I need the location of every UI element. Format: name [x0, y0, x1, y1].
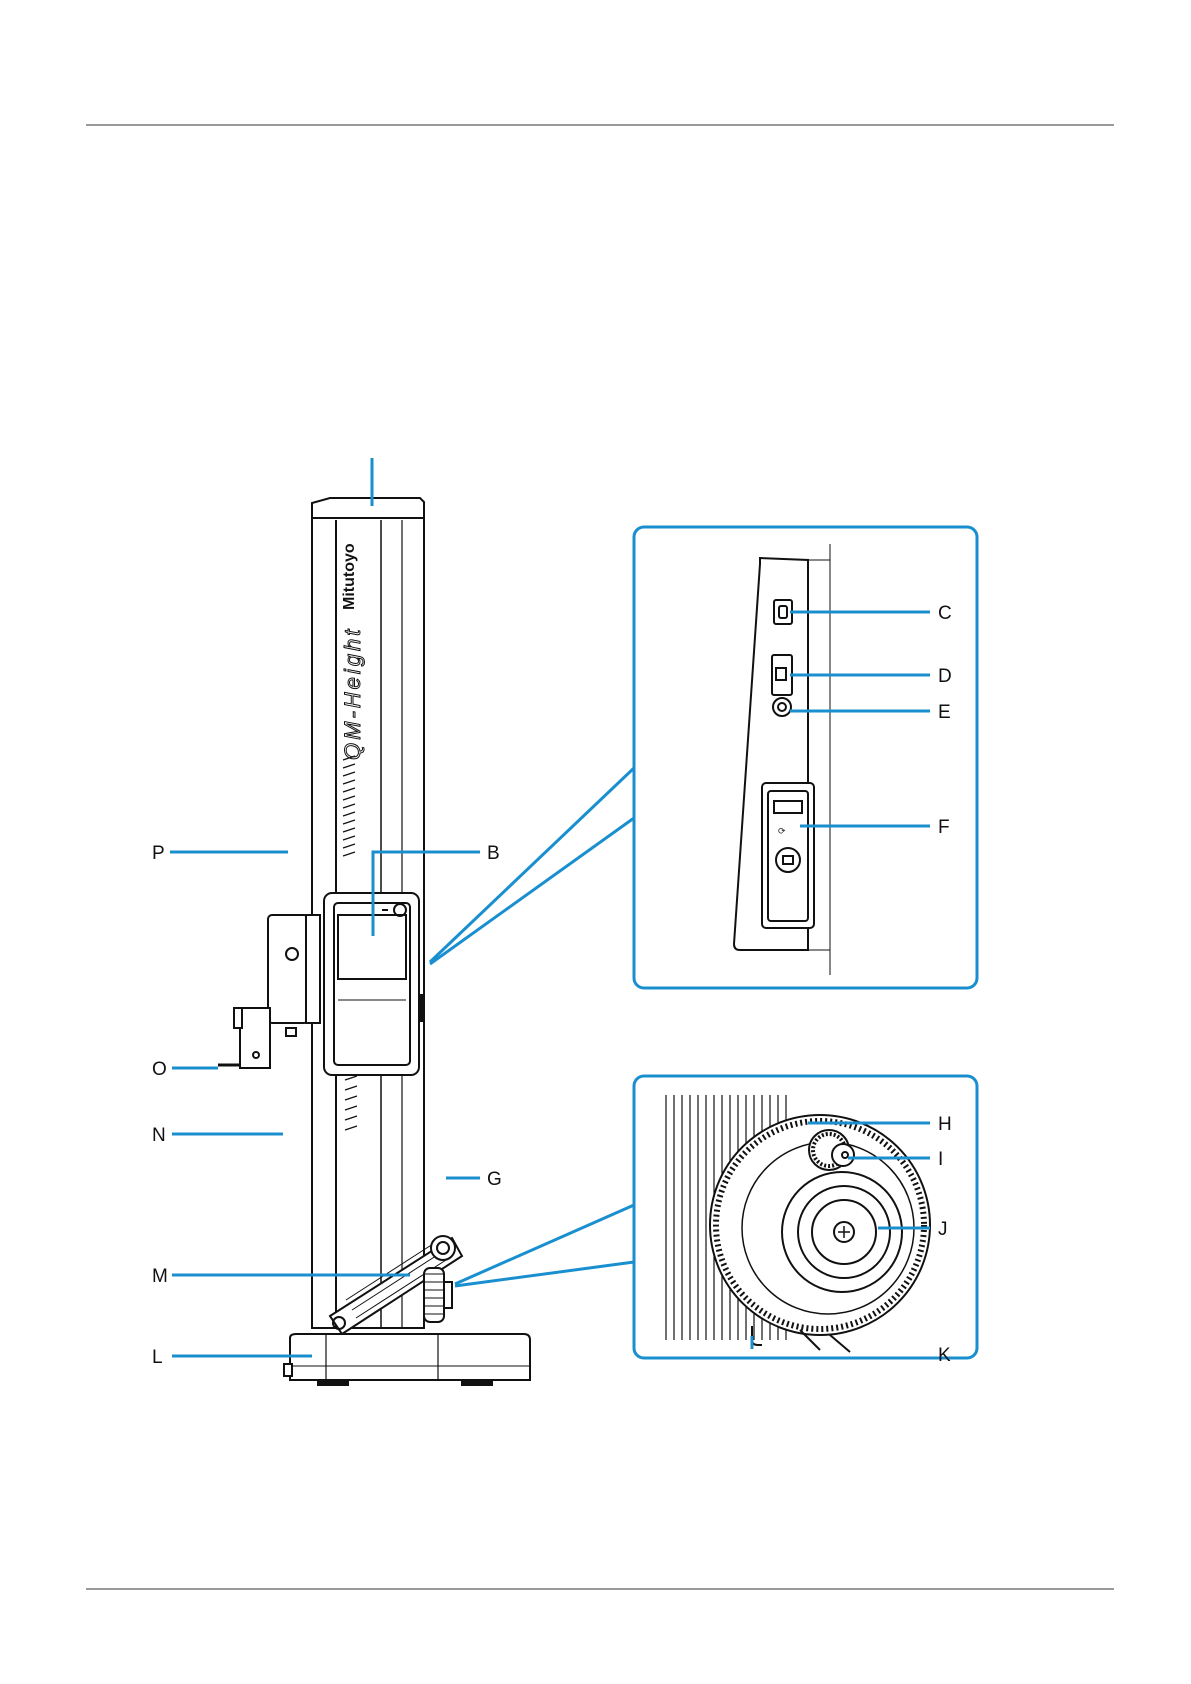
- callout-b: B: [487, 843, 500, 864]
- callout-j: J: [938, 1219, 948, 1240]
- column-top-cap: [312, 498, 424, 520]
- callout-k: K: [938, 1345, 951, 1366]
- handle-knob[interactable]: [431, 1236, 455, 1260]
- connector-ports-2: [430, 818, 634, 964]
- callout-m: M: [152, 1266, 168, 1287]
- inset-side-ports: ⟳: [634, 527, 977, 988]
- callout-h: H: [938, 1114, 952, 1135]
- connector-ports-1: [430, 768, 634, 962]
- callout-d: D: [938, 666, 952, 687]
- brand-label: Mitutoyo: [341, 543, 358, 610]
- round-port-icon[interactable]: [773, 698, 791, 716]
- probe-holder-block: [268, 915, 308, 1023]
- height-gauge-illustration: [218, 498, 530, 1385]
- svg-text:⟳: ⟳: [778, 827, 786, 837]
- model-label: QM-Height: [340, 627, 365, 760]
- callout-c: C: [938, 603, 952, 624]
- callout-f: F: [938, 817, 950, 838]
- connector-feed-2: [455, 1262, 634, 1286]
- callout-l: L: [152, 1347, 163, 1368]
- connector-feed-1: [455, 1205, 634, 1284]
- probe-arm: [240, 1008, 270, 1068]
- inset-fine-feed: [634, 1076, 977, 1358]
- callout-n: N: [152, 1125, 166, 1146]
- callout-e: E: [938, 702, 951, 723]
- callout-i: I: [938, 1149, 943, 1170]
- callout-o: O: [152, 1059, 167, 1080]
- callout-g: G: [487, 1169, 502, 1190]
- callout-p: P: [152, 843, 165, 864]
- usb-port-icon[interactable]: [774, 600, 792, 624]
